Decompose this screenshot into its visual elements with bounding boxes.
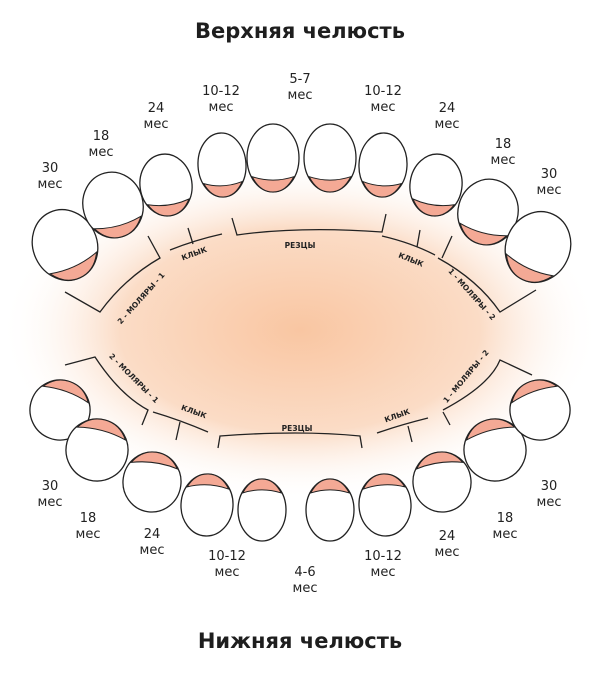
lower-jaw-title: Нижняя челюсть <box>198 629 402 653</box>
lower-tooth-10 <box>509 379 571 441</box>
upper-tooth-4 <box>197 132 247 198</box>
teeth <box>29 123 572 542</box>
upper-tooth-3 <box>139 153 193 217</box>
lower-tooth-7 <box>358 473 412 537</box>
upper-brackets <box>64 213 537 313</box>
upper-tooth-8 <box>409 153 463 217</box>
upper-tooth-10 <box>504 211 572 283</box>
lower-incisors-label: РЕЗЦЫ <box>282 424 313 433</box>
lower-tooth-4 <box>180 473 234 537</box>
lower-tooth-6 <box>305 478 355 542</box>
upper-tooth-6 <box>303 123 357 193</box>
lower-tooth-9 <box>463 418 527 482</box>
upper-jaw-title: Верхняя челюсть <box>195 19 405 43</box>
lower-tooth-8 <box>412 451 472 513</box>
upper-tooth-7 <box>358 132 408 198</box>
lower-tooth-3 <box>122 451 182 513</box>
upper-tooth-2 <box>82 171 144 239</box>
mouth-glow <box>0 160 600 500</box>
upper-tooth-5 <box>246 123 300 193</box>
lower-tooth-1 <box>29 379 91 441</box>
lower-tooth-2 <box>65 418 129 482</box>
upper-incisors-label: РЕЗЦЫ <box>285 241 316 250</box>
upper-tooth-9 <box>457 178 519 246</box>
lower-brackets <box>64 356 533 449</box>
upper-tooth-1 <box>31 209 99 281</box>
lower-tooth-5 <box>237 478 287 542</box>
